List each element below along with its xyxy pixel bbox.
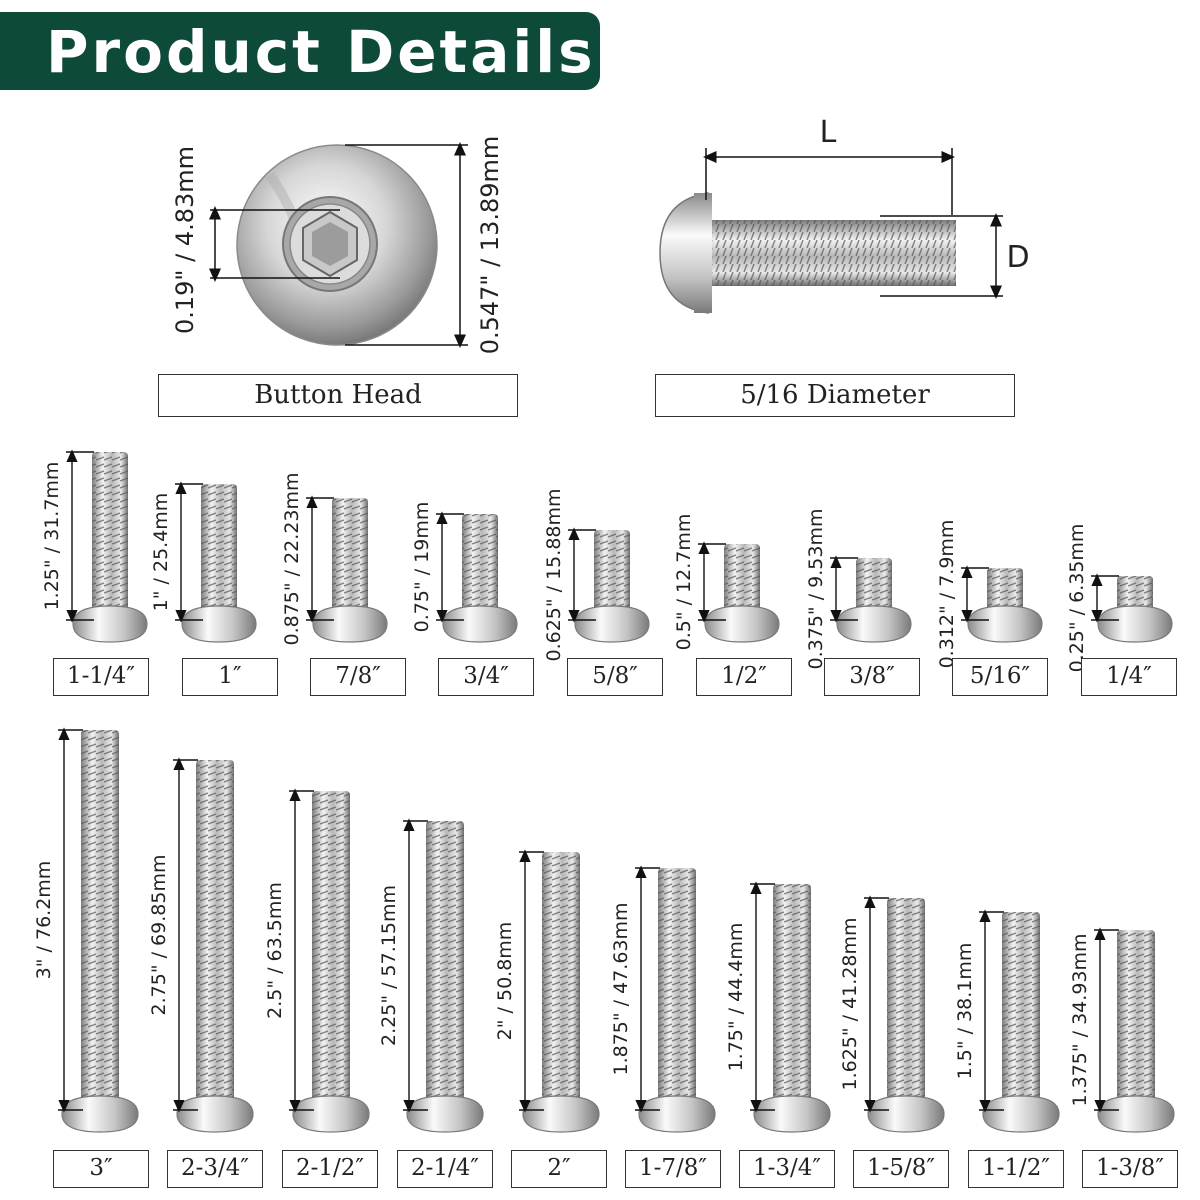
bolt [292,791,370,1133]
size-label: 2-1/4″ [397,1150,493,1188]
size-label: 1/4″ [1081,658,1177,696]
length-label: 2.5" / 63.5mm [264,882,286,1019]
bolt-side-view [659,192,956,314]
bolt [522,852,600,1133]
size-label: 1/2″ [696,658,792,696]
bolt [406,821,484,1133]
length-label: 0.25" / 6.35mm [1066,524,1088,673]
length-dimension-marker [403,818,428,1113]
length-dimension-marker [175,481,203,623]
length-label: 2.75" / 69.85mm [148,855,170,1016]
size-label: 1-3/8″ [1082,1150,1178,1188]
size-label: 2-3/4″ [167,1150,263,1188]
length-label: 0.75" / 19mm [411,502,433,633]
bolt [704,544,780,643]
length-label: 0.5" / 12.7mm [673,514,695,651]
size-label: 1-7/8″ [625,1150,721,1188]
size-label: 7/8″ [310,658,406,696]
length-dimension-marker [830,555,858,623]
length-dimension-marker [864,895,889,1113]
length-dimension-marker [58,727,83,1113]
length-dimension-marker [306,495,334,623]
bolt [72,452,148,643]
bolt [867,898,945,1133]
length-label: 1.875" / 47.63mm [610,902,632,1075]
length-label: 1.75" / 44.4mm [725,923,747,1072]
size-label: 3/4″ [438,658,534,696]
bolt-row-short: 1.25" / 31.7mm 1" / 25.4mm 0.875" / 22.23m… [41,449,1173,673]
length-label: 1.625" / 41.28mm [839,917,861,1090]
bolt [1097,576,1173,643]
size-label: 1″ [182,658,278,696]
head-dimension-marker [345,142,468,348]
size-label: 2″ [511,1150,607,1188]
bolt [61,730,139,1133]
page-title: Product Details [46,18,596,86]
length-label: 0.625" / 15.88mm [543,488,565,661]
length-dimension-marker [436,511,464,623]
bolt [1097,930,1175,1133]
length-label: 0.312" / 7.9mm [936,520,958,669]
size-label: 1-3/4″ [739,1150,835,1188]
size-label: 1-1/2″ [968,1150,1064,1188]
hex-dimension-label: 0.19" / 4.83mm [171,146,199,334]
length-dimension-marker [519,849,544,1113]
length-label: 3" / 76.2mm [33,861,55,980]
length-label: 1.5" / 38.1mm [954,943,976,1080]
bolt [442,514,518,643]
button-head-caption: Button Head [158,374,518,417]
size-label: 5/16″ [952,658,1048,696]
bolt [176,760,254,1133]
size-label: 2-1/2″ [282,1150,378,1188]
bolt [753,884,831,1133]
bolt-row-long: 3" / 76.2mm 2.75" / 69.85mm 2.5" / 63.5mm 2… [33,727,1175,1133]
length-dimension-marker [698,541,726,623]
length-label: 1" / 25.4mm [150,493,172,612]
length-dimension-marker [979,909,1004,1113]
length-label: 1.25" / 31.7mm [41,462,63,611]
length-dimension-marker [961,565,989,623]
button-head-top-view [236,144,438,346]
bolt [982,912,1060,1133]
length-label: L [820,115,837,150]
length-dimension-marker [635,865,660,1113]
length-dimension-marker [703,148,955,215]
bolt [967,568,1043,643]
bolt [312,498,388,643]
length-dimension-marker [1094,927,1119,1113]
length-label: 2.25" / 57.15mm [378,885,400,1046]
size-label: 1-5/8″ [853,1150,949,1188]
size-label: 3″ [53,1150,149,1188]
size-label: 5/8″ [567,658,663,696]
bolt [574,530,650,643]
diameter-label: D [1006,240,1029,275]
head-dimension-label: 0.547" / 13.89mm [476,136,504,355]
length-label: 0.375" / 9.53mm [805,509,827,670]
length-label: 1.375" / 34.93mm [1069,933,1091,1106]
bolt [638,868,716,1133]
length-label: 2" / 50.8mm [494,922,516,1041]
length-dimension-marker [66,449,94,623]
bolt [181,484,257,643]
size-label: 3/8″ [824,658,920,696]
length-dimension-marker [568,527,596,623]
diameter-caption: 5/16 Diameter [655,374,1015,417]
length-dimension-marker [1091,573,1119,623]
length-dimension-marker [289,788,314,1113]
length-dimension-marker [173,757,198,1113]
hex-dimension-marker [209,206,340,282]
length-label: 0.875" / 22.23mm [281,472,303,645]
length-dimension-marker [750,881,775,1113]
title-banner: Product Details [0,12,600,90]
size-label: 1-1/4″ [53,658,149,696]
diameter-dimension-marker [880,213,1003,299]
bolt [836,558,912,643]
